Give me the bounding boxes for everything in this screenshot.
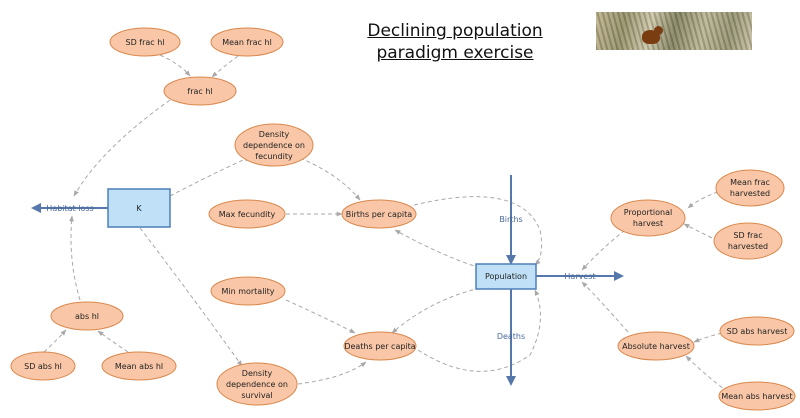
- variable-sd-frac-hl[interactable]: SD frac hl: [109, 27, 181, 57]
- variable-proportional-harvest[interactable]: Proportional harvest: [610, 199, 686, 237]
- variable-sd-frac-harvested-line-2: harvested: [728, 242, 768, 251]
- variable-absolute-harvest-label: Absolute harvest: [622, 342, 690, 351]
- variable-abs-hl-label: abs hl: [75, 312, 99, 321]
- variable-sd-abs-harvest-label: SD abs harvest: [727, 327, 788, 336]
- flow-label-habitat-loss: Habitat loss: [46, 204, 93, 213]
- stock-population[interactable]: Population: [475, 263, 537, 290]
- connector-sd-abs-harvest-to-absolute: [693, 332, 723, 343]
- variable-frac-hl-label: frac hl: [187, 87, 212, 96]
- variable-mean-frac-hl-label: Mean frac hl: [222, 38, 272, 47]
- variable-proportional-harvest-line-2: harvest: [633, 219, 663, 228]
- variable-density-survival-line-3: survival: [241, 391, 272, 400]
- variable-density-dependence-on-survival[interactable]: Density dependence on survival: [216, 362, 298, 406]
- variable-proportional-harvest-line-1: Proportional: [624, 208, 672, 217]
- variable-mean-frac-harvested[interactable]: Mean frac harvested: [715, 169, 785, 207]
- stock-population-label: Population: [485, 272, 527, 281]
- variable-births-per-capita-label: Births per capita: [346, 210, 412, 219]
- variable-sd-frac-hl-label: SD frac hl: [125, 38, 164, 47]
- variable-absolute-harvest[interactable]: Absolute harvest: [617, 331, 695, 361]
- variable-sd-abs-harvest[interactable]: SD abs harvest: [719, 316, 795, 346]
- connector-absolute-to-harvest: [581, 281, 629, 333]
- connector-sd-frac-harvested-to-proportional: [683, 223, 713, 239]
- stock-k[interactable]: K: [107, 188, 171, 228]
- variable-max-fecundity-label: Max fecundity: [219, 210, 276, 219]
- variable-sd-abs-hl-label: SD abs hl: [24, 362, 62, 371]
- variable-deaths-per-capita[interactable]: Deaths per capita: [343, 331, 417, 361]
- variable-density-fecundity-line-2: dependence on: [243, 141, 305, 150]
- stoat-head: [654, 26, 663, 35]
- connector-frac-hl-to-habitat-loss: [73, 99, 171, 197]
- variable-sd-abs-hl[interactable]: SD abs hl: [10, 351, 76, 381]
- connector-proportional-to-harvest: [581, 229, 626, 271]
- variable-sd-frac-harvested[interactable]: SD frac harvested: [713, 222, 783, 260]
- variable-mean-abs-harvest[interactable]: Mean abs harvest: [718, 381, 796, 411]
- variable-min-mortality-label: Min mortality: [221, 287, 274, 296]
- stoat-photo: [596, 12, 752, 50]
- connector-sd-abs-hl-to-abs-hl: [43, 329, 67, 353]
- connector-population-to-deaths: [391, 287, 481, 334]
- diagram-title: Declining population paradigm exercise: [330, 20, 580, 64]
- variable-mean-abs-hl-label: Mean abs hl: [115, 362, 163, 371]
- variable-sd-frac-harvested-line-1: SD frac: [733, 231, 762, 240]
- variable-frac-hl[interactable]: frac hl: [163, 76, 237, 106]
- title-line-1: Declining population: [367, 21, 543, 41]
- title-line-2: paradigm exercise: [376, 43, 534, 63]
- flow-label-births: Births: [499, 215, 522, 224]
- variable-deaths-per-capita-label: Deaths per capita: [344, 342, 415, 351]
- variable-mean-frac-harvested-line-1: Mean frac: [730, 178, 770, 187]
- connector-population-to-births: [394, 229, 481, 269]
- variable-density-fecundity-line-1: Density: [259, 130, 290, 139]
- connector-mean-abs-harvest-to-absolute: [685, 355, 729, 393]
- stock-k-label: K: [136, 204, 142, 213]
- variable-mean-frac-harvested-line-2: harvested: [730, 189, 770, 198]
- connector-density-survival-to-deaths: [297, 361, 367, 385]
- variable-density-survival-line-2: dependence on: [226, 380, 288, 389]
- variable-births-per-capita[interactable]: Births per capita: [341, 199, 417, 229]
- variable-density-fecundity-line-3: fecundity: [255, 152, 293, 161]
- connector-births-feedback: [413, 196, 543, 266]
- variable-abs-hl[interactable]: abs hl: [50, 301, 124, 331]
- connector-sd-frac-hl-to-frac-hl: [159, 54, 191, 77]
- connector-abs-hl-to-habitat-loss: [69, 215, 81, 301]
- flow-label-harvest: Harvest: [564, 272, 595, 281]
- variable-density-dependence-on-fecundity[interactable]: Density dependence on fecundity: [234, 123, 314, 167]
- connector-deaths-feedback: [417, 289, 541, 372]
- variable-max-fecundity[interactable]: Max fecundity: [208, 199, 286, 229]
- connector-mean-frac-hl-to-frac-hl: [211, 55, 239, 78]
- connector-mean-frac-harvested-to-proportional: [687, 191, 719, 209]
- variable-mean-abs-harvest-label: Mean abs harvest: [721, 392, 792, 401]
- connector-k-to-density-fecundity: [169, 156, 251, 197]
- variable-mean-frac-hl[interactable]: Mean frac hl: [210, 27, 284, 57]
- connector-min-mortality-to-deaths: [285, 299, 356, 334]
- variable-min-mortality[interactable]: Min mortality: [210, 276, 286, 306]
- connector-mean-abs-hl-to-abs-hl: [97, 330, 129, 353]
- flow-label-deaths: Deaths: [497, 332, 525, 341]
- connector-density-fecundity-to-births: [299, 157, 361, 201]
- grass-texture: [596, 12, 752, 50]
- variable-mean-abs-hl[interactable]: Mean abs hl: [101, 351, 177, 381]
- variable-density-survival-line-1: Density: [242, 369, 273, 378]
